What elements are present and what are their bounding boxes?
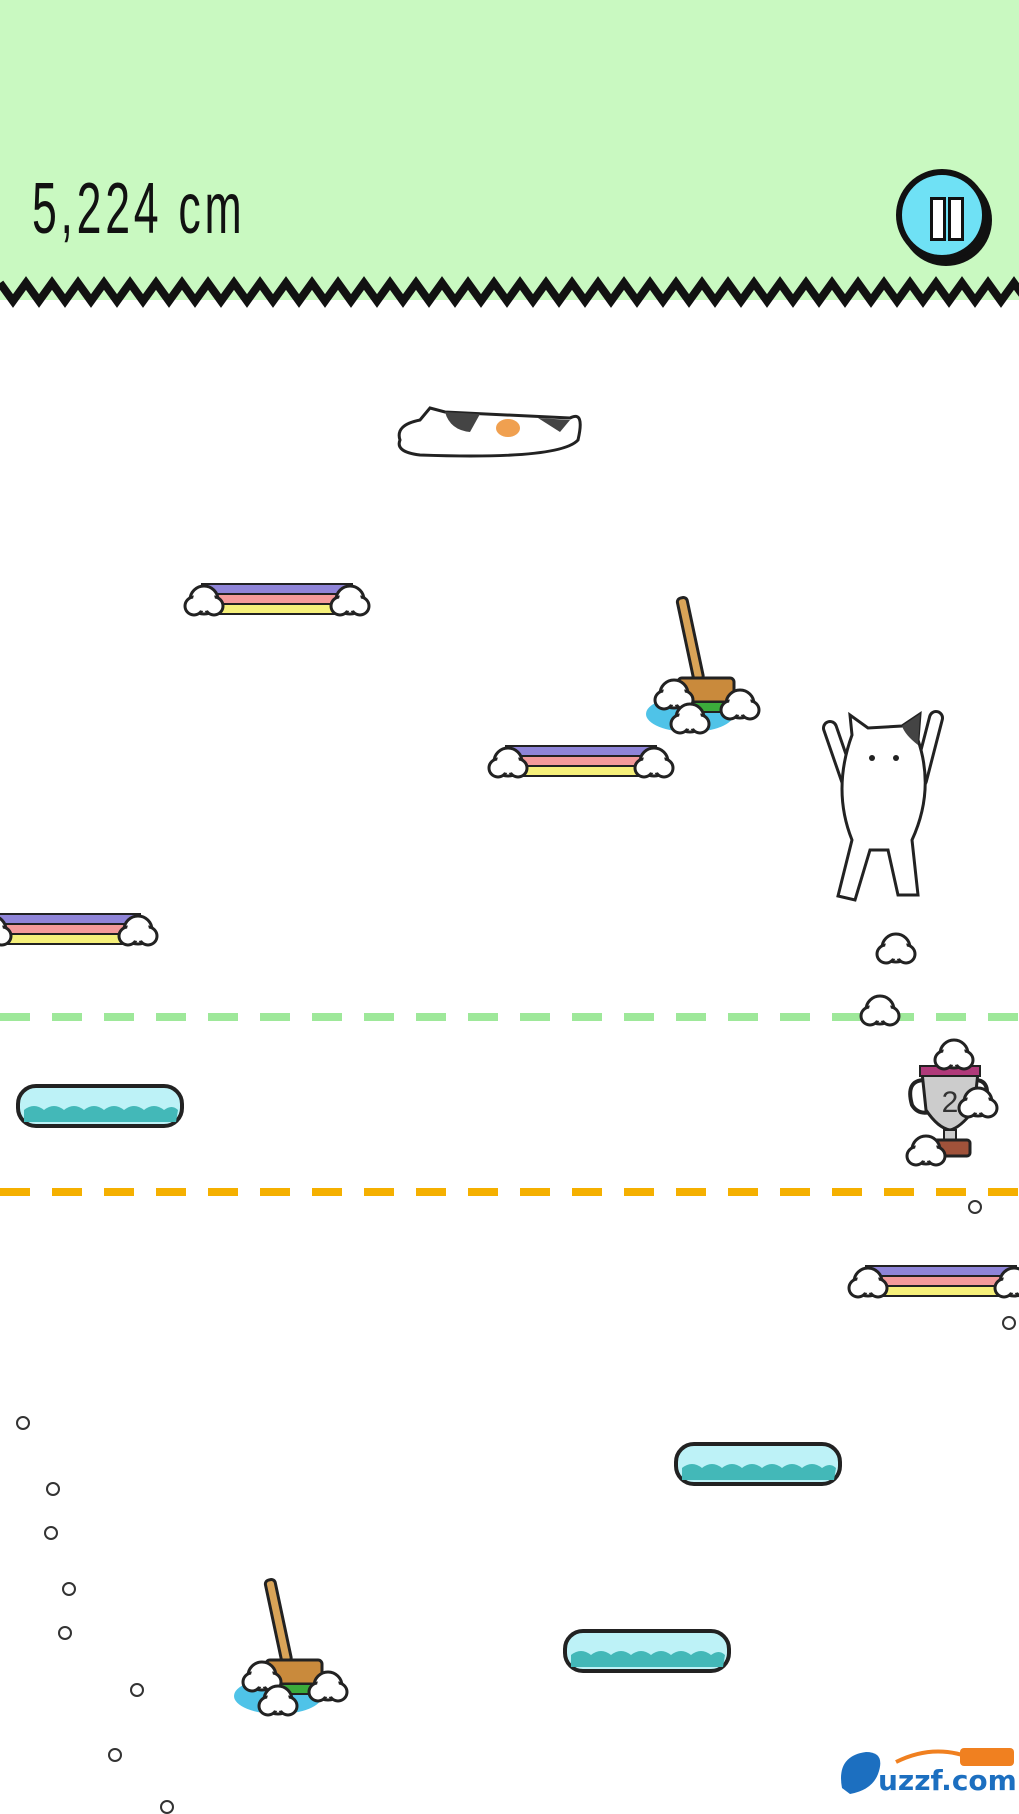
trophy-rank: 2 (942, 1086, 959, 1119)
hud-header: 5,224 cm (0, 0, 1019, 300)
ice-platform (674, 1442, 842, 1486)
trail-puffs (859, 932, 917, 1027)
ice-platform (16, 1084, 184, 1128)
rainbow-platform (489, 746, 673, 777)
trophy-marker: 2 (905, 1038, 999, 1167)
svg-text:uzzf.com: uzzf.com (878, 1764, 1016, 1797)
broom-obstacle (234, 1579, 347, 1715)
pause-button[interactable] (896, 169, 988, 261)
ice-platform (563, 1629, 731, 1673)
pause-icon (948, 197, 964, 241)
watermark-logo: uzzf.com (836, 1744, 1017, 1798)
pause-icon (930, 197, 946, 241)
rainbow-platform (185, 584, 369, 615)
zigzag-border (0, 276, 1019, 308)
distance-score: 5,224 cm (32, 169, 246, 249)
player-cat (822, 710, 944, 902)
lying-cat (397, 406, 582, 458)
broom-obstacle (646, 597, 759, 733)
rainbow-platform (849, 1266, 1019, 1297)
rainbow-platform (0, 914, 157, 945)
